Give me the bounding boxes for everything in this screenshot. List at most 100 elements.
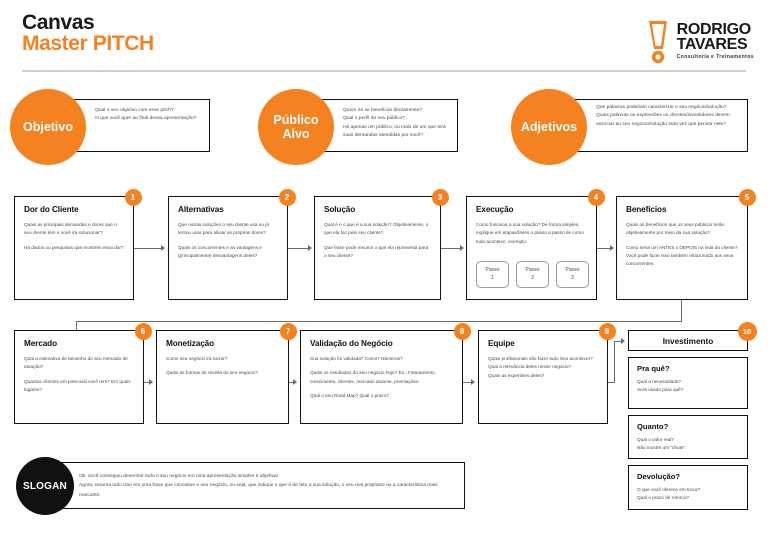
panel-publico-alvo-circle-label: Público Alvo [258,89,334,165]
box-execucao-body: Como funciona a sua solução? De forma si… [476,221,588,246]
connector-9-right [608,382,615,384]
connector-1-to-2 [134,248,162,250]
box-execucao[interactable]: 4 Execução Como funciona a sua solução? … [466,188,605,300]
box-beneficios-title: Benefícios [626,205,667,214]
passo-chip-2-label: Passo [525,267,540,274]
title-line-canvas: Canvas [22,11,95,34]
passo-chip-1[interactable]: Passo 1 [476,261,509,288]
box-monetizacao[interactable]: 7 Monetização Como seu negócio irá lucra… [156,322,297,424]
badge-2: 2 [278,188,296,206]
investimento-card-devolucao-title: Devolução? [637,472,681,481]
investimento-card-pra-que[interactable]: Pra quê? Qual a necessidade? Será usado … [628,357,748,409]
connector-4-to-5 [597,248,611,250]
box-validacao-do-negocio[interactable]: 8 Validação do Negócio Sua solução foi v… [300,322,471,424]
box-2-para-2: Quais os concorrentes e as vantagens e (… [178,244,262,259]
investimento-card-devolucao[interactable]: Devolução? O que você oferece em troca? … [628,465,748,510]
box-beneficios-body: Quais os benefícios que os seus públicos… [626,221,739,269]
box-mercado[interactable]: 6 Mercado Qual a estimativa de tamanho d… [14,322,152,424]
box-monetizacao-body: Como seu negócio irá lucrar? Quais as fo… [166,355,280,378]
connector-3-to-4 [441,248,461,250]
connector-6-to-7 [144,382,150,384]
panel-objetivo[interactable]: Objetivo Qual o seu objetivo com esse pi… [10,89,210,165]
box-4-para-1: Como funciona a sua solução? De forma si… [476,222,584,244]
header: Canvas Master PITCH RODRIGO TAVARES Cons… [0,0,768,84]
box-5-para-2: Como seria um ANTES x DEPOIS na vida do … [626,244,738,267]
box-1-para-1: Quais as principais demandas e dores que… [24,222,117,236]
slogan-text: Ok, você conseguiu desenhar todo o seu n… [79,474,438,498]
box-equipe[interactable]: 9 Equipe Quais profissionais vão fazer t… [478,322,616,424]
connector-8-to-9 [463,382,472,384]
exclamation-mark-icon [646,20,672,64]
panel-adjetivos-text: Que palavras poderiam caracterizar o seu… [596,105,730,127]
box-solucao-body: Qual é e o que é a sua solução? Objetiva… [324,221,432,260]
investimento-card-quanto-title: Quanto? [637,422,669,431]
box-beneficios[interactable]: 5 Benefícios Quais os benefícios que os … [616,188,756,300]
panel-adjetivos[interactable]: Adjetivos Que palavras poderiam caracter… [511,89,748,165]
connector-7-to-8 [289,382,294,384]
box-3-para-1: Qual é e o que é a sua solução? Objetiva… [324,222,429,236]
badge-8: 8 [453,322,471,340]
box-dor-do-cliente-body: Quais as principais demandas e dores que… [24,221,125,252]
passo-chip-1-label: Passo [485,267,500,274]
passo-chip-3-number: 3 [571,274,574,281]
connector-6-to-7-arrowhead [149,378,153,385]
box-5-para-1: Quais os benefícios que os seus públicos… [626,222,725,236]
box-equipe-body: Quais profissionais vão fazer tudo isso … [488,355,599,380]
connector-8-to-9-arrowhead [471,378,475,385]
box-dor-do-cliente[interactable]: 1 Dor do Cliente Quais as principais dem… [14,188,142,300]
panel-publico-alvo-text: Quem irá se beneficiar diretamente? Qual… [343,108,446,139]
box-solucao[interactable]: 3 Solução Qual é e o que é a sua solução… [314,188,449,300]
box-dor-do-cliente-title: Dor do Cliente [24,205,79,214]
badge-1: 1 [124,188,142,206]
box-validacao-do-negocio-title: Validação do Negócio [310,339,393,348]
connector-2-to-3 [288,248,309,250]
passo-chip-2[interactable]: Passo 2 [516,261,549,288]
box-7-para-2: Quais as formas de receita do seu negóci… [166,370,258,376]
box-8-para-2: Quais os resultados do seu negócio hoje?… [310,370,436,384]
box-investimento-title: Investimento [662,336,714,346]
passo-chip-3[interactable]: Passo 3 [556,261,589,288]
box-2-para-1: Que outras soluções o seu cliente usa ou… [178,222,269,236]
connector-to-6-vertical [76,321,78,333]
connector-5-to-6-horizontal [76,321,682,323]
logo-tagline: Consultoria e Treinamentos [676,54,754,61]
panel-objetivo-circle-label: Objetivo [10,89,86,165]
panel-objetivo-text: Qual o seu objetivo com esse pitch? O qu… [95,108,197,122]
badge-9: 9 [598,322,616,340]
box-6-para-1: Qual a estimativa de tamanho do seu merc… [24,356,128,370]
box-investimento-header[interactable]: 10 Investimento [628,321,757,351]
logo-line-2: TAVARES [676,36,748,54]
slogan-label-circle: SLOGAN [16,457,74,515]
investimento-card-quanto[interactable]: Quanto? Qual o valor real? Não mostre um… [628,415,748,459]
box-alternativas-title: Alternativas [178,205,224,214]
panel-publico-alvo[interactable]: Público Alvo Quem irá se beneficiar dire… [258,89,458,165]
connector-9-up [614,341,616,382]
box-monetizacao-title: Monetização [166,339,215,348]
investimento-card-quanto-body: Qual o valor real? Não mostre um "chute"… [637,437,687,451]
title-pitch: PITCH [92,32,154,56]
logo-wordmark: RODRIGO TAVARES Consultoria e Treinament… [677,20,754,60]
header-divider [22,70,746,72]
box-alternativas-body: Que outras soluções o seu cliente usa ou… [178,221,279,260]
passo-chip-1-number: 1 [491,274,494,281]
badge-7: 7 [279,322,297,340]
box-6-para-2: Quantos clientes em potencial você tem? … [24,378,131,393]
page-title: Canvas Master PITCH [22,12,154,55]
badge-4: 4 [587,188,605,206]
slogan-box[interactable]: Ok, você conseguiu desenhar todo o seu n… [42,462,465,509]
box-mercado-body: Qual a estimativa de tamanho do seu merc… [24,355,135,394]
box-alternativas[interactable]: 2 Alternativas Que outras soluções o seu… [168,188,296,300]
box-validacao-do-negocio-body: Sua solução foi validada? Como? Números?… [310,355,454,400]
investimento-card-devolucao-body: O que você oferece em troca? Qual o praz… [637,487,701,501]
logo-line-1: RODRIGO [676,21,752,38]
connector-3-to-4-arrowhead [460,244,464,251]
title-line-master-pitch: Master PITCH [22,33,154,54]
box-7-para-1: Como seu negócio irá lucrar? [166,356,228,361]
badge-10: 10 [737,321,757,341]
box-3-para-2: Que frase pode resumir o que ela represe… [324,244,429,259]
box-solucao-title: Solução [324,205,356,214]
box-equipe-title: Equipe [488,339,515,348]
badge-3: 3 [431,188,449,206]
investimento-card-pra-que-title: Pra quê? [637,364,670,373]
